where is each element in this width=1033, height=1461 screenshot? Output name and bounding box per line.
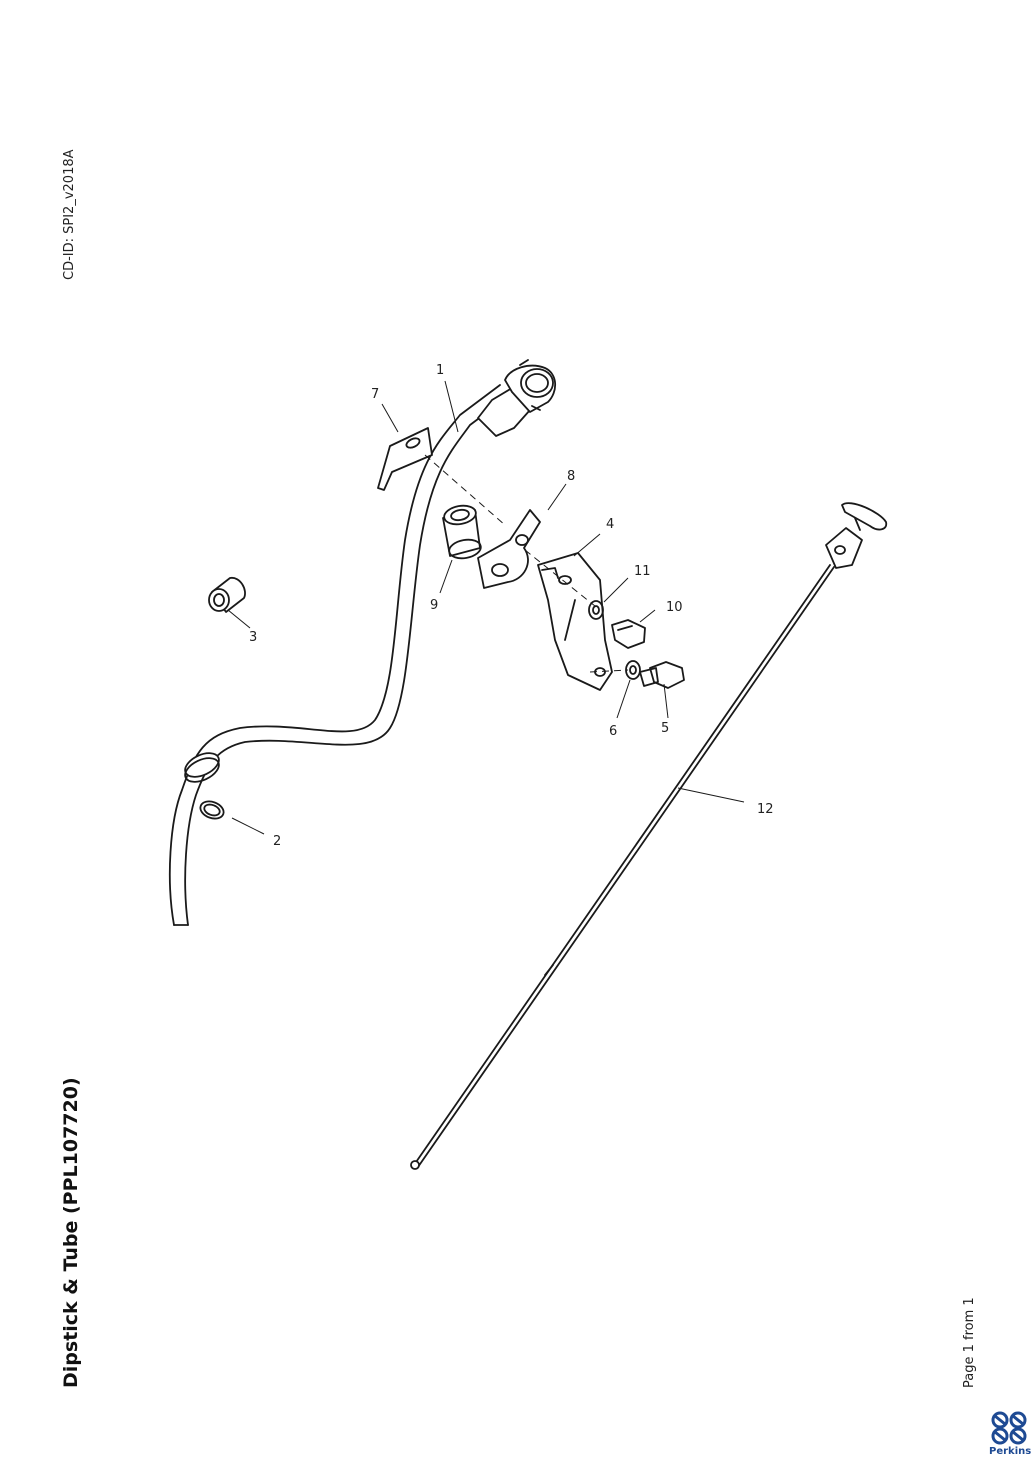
grommet-part [208, 577, 246, 613]
bolt-5-part [639, 661, 685, 689]
perkins-logo-icon [991, 1411, 1027, 1445]
bolt-10-part [611, 619, 646, 649]
callout-9: 9 [430, 598, 438, 613]
callout-4: 4 [606, 517, 614, 532]
o-ring-part [199, 800, 225, 820]
callout-11: 11 [634, 564, 651, 579]
callout-12: 12 [757, 802, 774, 817]
alignment-line [524, 549, 601, 611]
callout-7: 7 [371, 387, 379, 402]
alignment-line [424, 454, 506, 526]
callout-5: 5 [661, 721, 669, 736]
callout-3: 3 [249, 630, 257, 645]
washer-11-part [588, 600, 604, 620]
washer-6-part [625, 660, 641, 680]
brand-wordmark: Perkins [989, 1446, 1032, 1457]
callout-10: 10 [666, 600, 683, 615]
callout-8: 8 [567, 469, 575, 484]
callout-6: 6 [609, 724, 617, 739]
clamp-8-part [477, 509, 541, 589]
sleeve-9-part [442, 504, 482, 560]
dipstick-part [410, 502, 888, 1170]
clip-7-part [377, 427, 433, 491]
callout-1: 1 [436, 363, 444, 378]
callout-2: 2 [273, 834, 281, 849]
alignment-line [589, 669, 629, 673]
bracket-part [537, 552, 613, 691]
dipstick-tube-part [168, 359, 557, 926]
leader-lines [227, 380, 745, 835]
